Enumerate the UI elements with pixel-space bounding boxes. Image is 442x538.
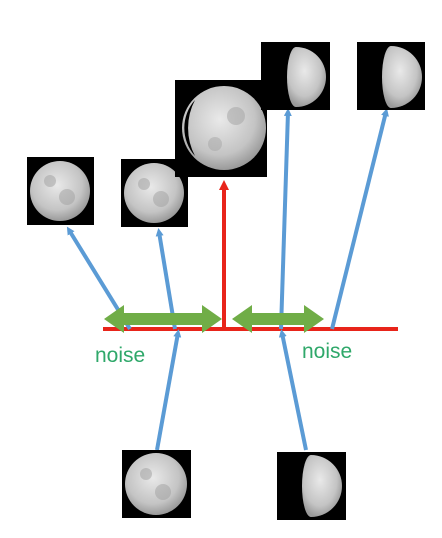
moon-output-1: [27, 157, 94, 225]
blue-arrow-input-right: [278, 329, 308, 451]
moon-output-5: [357, 42, 425, 110]
moon-input-left: [122, 450, 191, 518]
green-double-arrow-left: [104, 305, 222, 333]
blue-arrow-input-left: [155, 329, 182, 451]
noise-label-right: noise: [302, 340, 352, 363]
green-double-arrow-right: [232, 305, 324, 333]
blue-arrow-output-5: [330, 108, 389, 330]
moon-output-4: [261, 42, 330, 110]
moon-output-center: [175, 80, 267, 177]
blue-arrow-output-2: [155, 228, 177, 330]
blue-arrow-output-4: [279, 108, 292, 330]
noise-label-left: noise: [95, 344, 145, 367]
moon-input-right: [277, 452, 346, 520]
moon-output-2: [121, 159, 188, 227]
